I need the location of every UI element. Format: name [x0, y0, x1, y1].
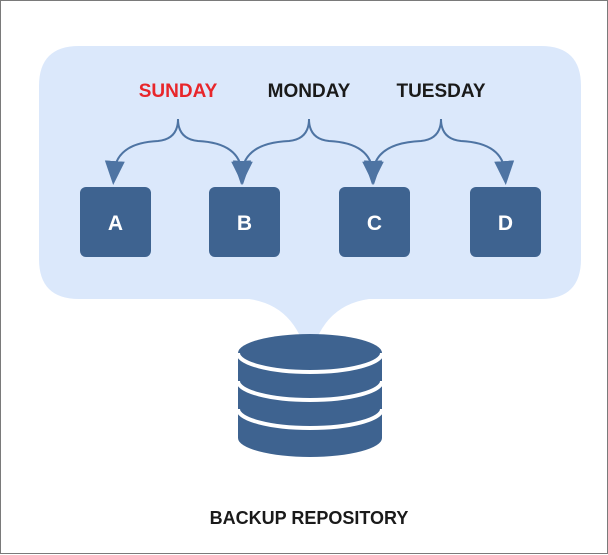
arrow-monday-to-c: [308, 118, 383, 185]
database-icon: [236, 334, 384, 457]
node-d: D: [470, 187, 541, 257]
node-c: C: [339, 187, 410, 257]
day-label-monday: MONDAY: [268, 81, 351, 102]
node-a: A: [80, 187, 151, 257]
arrow-monday-to-b: [232, 118, 310, 185]
day-label-sunday: SUNDAY: [139, 81, 218, 102]
day-label-tuesday: TUESDAY: [396, 81, 485, 102]
repository-label: BACKUP REPOSITORY: [210, 508, 409, 528]
node-b: B: [209, 187, 280, 257]
arrow-tuesday-to-d: [440, 118, 515, 185]
node-b-label: B: [237, 212, 252, 235]
node-a-label: A: [108, 212, 123, 235]
node-d-label: D: [498, 212, 513, 235]
arrow-sunday-to-b: [177, 118, 252, 185]
arrow-sunday-to-a: [104, 118, 179, 185]
speech-bubble: [39, 46, 581, 366]
arrow-tuesday-to-c: [363, 118, 442, 185]
node-c-label: C: [367, 212, 382, 235]
